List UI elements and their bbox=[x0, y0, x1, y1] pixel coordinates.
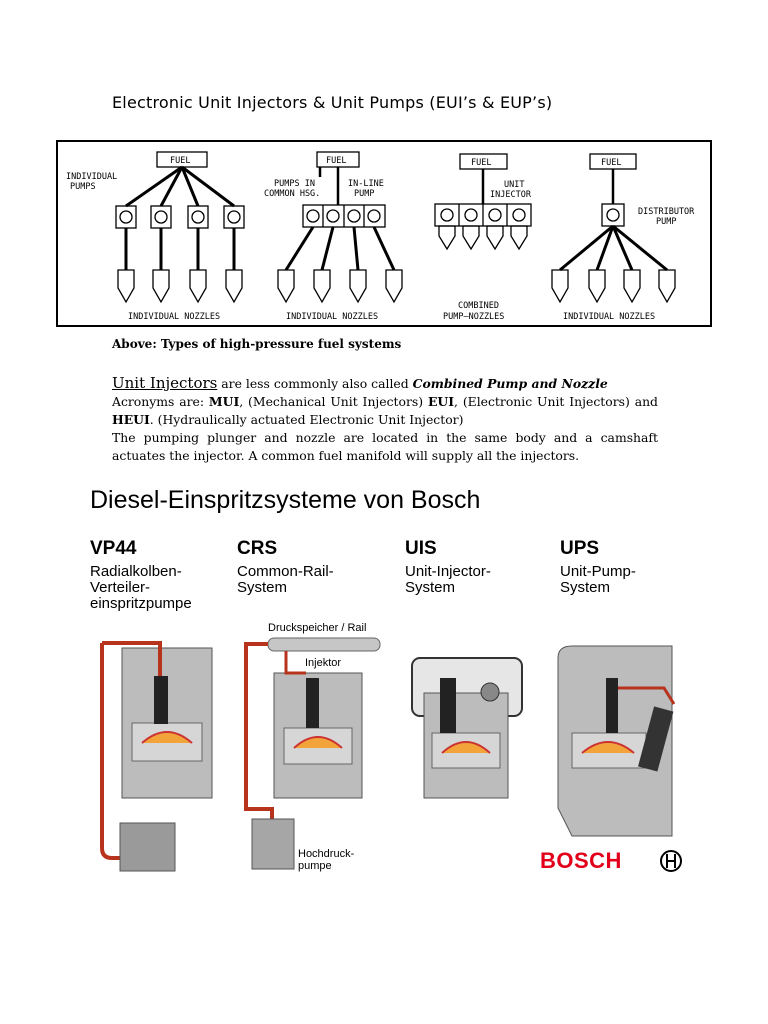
lead-emphasis: Combined Pump and Nozzle bbox=[412, 376, 608, 391]
system-code-crs: CRS bbox=[237, 538, 278, 559]
lead-term: Unit Injectors bbox=[112, 374, 218, 392]
system-code-vp44: VP44 bbox=[90, 538, 137, 559]
pump-row-2 bbox=[302, 204, 386, 228]
bosch-title: Diesel-Einspritzsysteme von Bosch bbox=[90, 486, 481, 514]
nozzles-label-2: INDIVIDUAL NOZZLES bbox=[286, 312, 378, 322]
rail-label: Druckspeicher / Rail bbox=[268, 622, 367, 634]
crs-engine bbox=[244, 637, 381, 870]
nozzle-row-2 bbox=[277, 269, 403, 304]
nozzles-label-4: INDIVIDUAL NOZZLES bbox=[563, 312, 655, 322]
acronym-mui: MUI bbox=[208, 394, 240, 409]
page-title: Electronic Unit Injectors & Unit Pumps (… bbox=[112, 93, 553, 112]
pump-row-1 bbox=[115, 205, 245, 229]
system-desc-crs: Common-Rail-System bbox=[237, 563, 334, 596]
unit-injector-label-1: UNIT bbox=[504, 180, 524, 190]
distributor-label-2: PUMP bbox=[656, 217, 676, 227]
nozzle-row-1 bbox=[117, 269, 243, 304]
system-code-ups: UPS bbox=[560, 538, 600, 559]
fuel-systems-schematic: FUEL FUEL FUEL FUEL INDIVIDUAL PUMPS PUM… bbox=[66, 151, 695, 322]
combined-label-2: PUMP–NOZZLES bbox=[443, 312, 504, 322]
unit-injectors-paragraph: Unit Injectors are less commonly also ca… bbox=[112, 374, 658, 465]
pumps-common-label-1: PUMPS IN bbox=[274, 179, 315, 189]
para-acronyms: Acronyms are: MUI, (Mechanical Unit Inje… bbox=[112, 393, 658, 429]
pump-row-3 bbox=[434, 203, 532, 227]
vp44-engine bbox=[100, 641, 213, 872]
uis-engine bbox=[411, 657, 523, 799]
fuel-systems-figure: FUEL FUEL FUEL FUEL INDIVIDUAL PUMPS PUM… bbox=[56, 140, 712, 327]
acronyms-intro: Acronyms are: bbox=[112, 394, 209, 409]
injector-label: Injektor bbox=[305, 657, 342, 669]
distributor-pump-box bbox=[601, 203, 625, 227]
distributor-label-1: DISTRIBUTOR bbox=[638, 207, 695, 217]
system-desc-uis: Unit-Injector-System bbox=[405, 563, 491, 596]
inline-pump-label-2: PUMP bbox=[354, 189, 374, 199]
hp-pump-label: Hochdruck-pumpe bbox=[298, 848, 355, 872]
bosch-logo: BOSCH bbox=[540, 848, 622, 873]
system-code-uis: UIS bbox=[405, 538, 437, 559]
system-desc-vp44: Radialkolben-Verteiler-einspritzpumpe bbox=[90, 563, 192, 612]
fuel-label-3: FUEL bbox=[471, 158, 491, 168]
eui-desc: , (Electronic Unit Injectors) and bbox=[454, 394, 658, 409]
acronym-heui: HEUI bbox=[112, 412, 150, 427]
heui-desc: . (Hydraulically actuated Electronic Uni… bbox=[149, 412, 464, 427]
bosch-armature-icon bbox=[660, 850, 682, 872]
bosch-illustration bbox=[80, 478, 688, 910]
fuel-label-1: FUEL bbox=[170, 156, 190, 166]
bosch-systems-drawing bbox=[100, 637, 682, 872]
fuel-label-4: FUEL bbox=[601, 158, 621, 168]
system-desc-ups: Unit-Pump-System bbox=[560, 563, 636, 596]
unit-injector-label-2: INJECTOR bbox=[490, 190, 532, 200]
para-line-1: Unit Injectors are less commonly also ca… bbox=[112, 374, 658, 393]
ups-engine bbox=[557, 645, 676, 837]
acronym-eui: EUI bbox=[427, 394, 455, 409]
nozzles-label-1: INDIVIDUAL NOZZLES bbox=[128, 312, 220, 322]
fuel-label-2: FUEL bbox=[326, 156, 346, 166]
combined-label-1: COMBINED bbox=[458, 301, 499, 311]
inline-pump-label-1: IN-LINE bbox=[348, 179, 384, 189]
nozzle-row-4 bbox=[551, 269, 676, 304]
individual-pumps-label-1: INDIVIDUAL bbox=[66, 172, 117, 182]
individual-pumps-label-2: PUMPS bbox=[70, 182, 96, 192]
nozzle-row-3 bbox=[438, 225, 528, 251]
figure-caption: Above: Types of high-pressure fuel syste… bbox=[112, 337, 402, 351]
lead-rest: are less commonly also called bbox=[217, 376, 413, 391]
mui-desc: , (Mechanical Unit Injectors) bbox=[239, 394, 428, 409]
pumps-common-label-2: COMMON HSG. bbox=[264, 189, 320, 199]
para-body: The pumping plunger and nozzle are locat… bbox=[112, 430, 658, 463]
